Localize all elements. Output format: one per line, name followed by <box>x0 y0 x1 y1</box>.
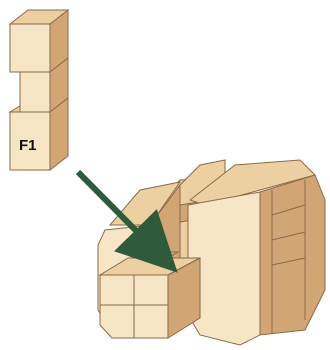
piece-label-f1: F1 <box>19 137 37 154</box>
piece-f1: F1 <box>10 10 68 170</box>
puzzle-assembly <box>98 160 325 345</box>
